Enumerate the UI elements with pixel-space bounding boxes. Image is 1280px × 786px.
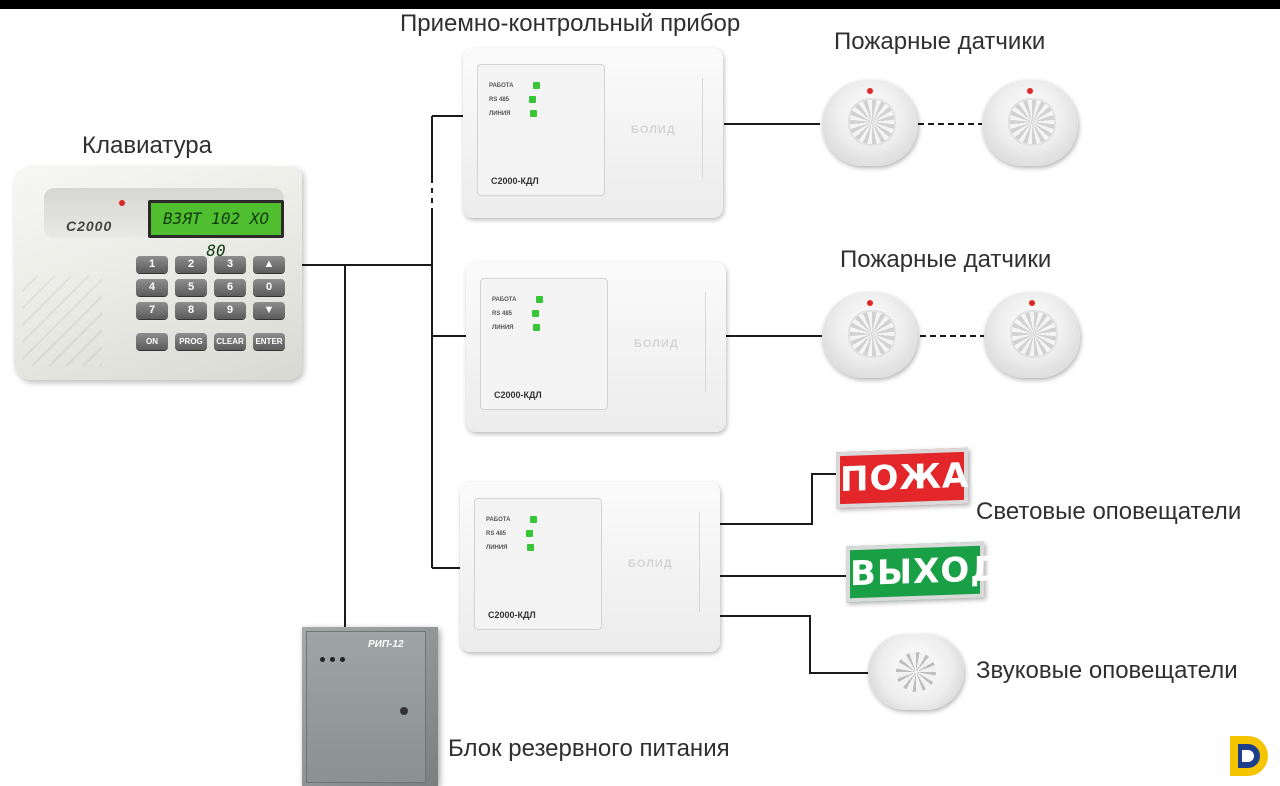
key-up: ▲	[253, 256, 285, 273]
lock-icon	[400, 707, 408, 715]
key-8: 8	[175, 302, 207, 319]
panel-brand: БОЛИД	[631, 124, 676, 136]
key-prog: PROG	[175, 333, 207, 350]
brand-logo-icon	[1230, 736, 1268, 776]
key-9: 9	[214, 302, 246, 319]
smoke-detector-icon	[822, 292, 918, 378]
key-0: 0	[253, 279, 285, 296]
panel-edge	[705, 292, 712, 392]
led-label-rs485: RS 485	[492, 311, 513, 318]
keyboard-device: C2000 ВЗЯТ 102 ХО 80 1 2 3 ▲ 4 5 6 0 7 8…	[14, 166, 302, 380]
panel-window	[480, 278, 608, 410]
key-6: 6	[214, 279, 246, 296]
key-down: ▼	[253, 302, 285, 319]
led-label-rs485: RS 485	[486, 531, 507, 538]
keyboard-brand: C2000	[66, 218, 113, 234]
keyboard-texture	[22, 276, 102, 366]
control-panel-1: РАБОТА RS 485 ЛИНИЯ С2000-КДЛ БОЛИД	[463, 48, 723, 218]
top-bar	[0, 0, 1280, 9]
led-line	[530, 110, 538, 117]
exit-sign: ВЫХОД	[846, 541, 1002, 603]
wire-to-fire-sign	[720, 473, 838, 525]
detector-led	[1027, 88, 1033, 94]
keyboard-led	[119, 200, 125, 206]
led-line	[533, 324, 541, 331]
wire-to-speaker	[720, 615, 870, 674]
fire-detectors-label-1: Пожарные датчики	[834, 28, 1046, 55]
keyboard-display: ВЗЯТ 102 ХО 80	[148, 200, 284, 260]
keyboard-label: Клавиатура	[82, 132, 212, 159]
led-label-work: РАБОТА	[489, 83, 514, 90]
sound-alarms-label: Звуковые оповещатели	[976, 657, 1238, 684]
smoke-detector-icon	[984, 292, 1080, 378]
panel-edge	[699, 512, 706, 612]
backup-power-label: Блок резервного питания	[448, 735, 730, 762]
led-label-work: РАБОТА	[486, 517, 511, 524]
led-rs485	[526, 530, 534, 537]
detector-led	[867, 300, 873, 306]
speaker-grill	[896, 652, 936, 692]
fire-detectors-label-2: Пожарные датчики	[840, 246, 1052, 273]
led-rs485	[529, 96, 537, 103]
psu-door	[306, 631, 426, 783]
key-4: 4	[136, 279, 168, 296]
key-clear: CLEAR	[214, 333, 246, 350]
light-alarms-label: Световые оповещатели	[976, 498, 1242, 525]
led-work	[536, 296, 544, 303]
key-5: 5	[175, 279, 207, 296]
panel-brand: БОЛИД	[634, 338, 679, 350]
led-work	[530, 516, 538, 523]
led-label-work: РАБОТА	[492, 297, 517, 304]
led-label-line: ЛИНИЯ	[492, 325, 514, 332]
fire-sign: ПОЖАР	[836, 447, 995, 509]
control-panel-3: РАБОТА RS 485 ЛИНИЯ С2000-КДЛ БОЛИД	[460, 482, 720, 652]
led-label-rs485: RS 485	[489, 97, 510, 104]
psu-indicator	[330, 657, 335, 662]
key-1: 1	[136, 256, 168, 273]
led-work	[533, 82, 541, 89]
psu-indicator	[340, 657, 345, 662]
panel-brand: БОЛИД	[628, 558, 673, 570]
control-panel-2: РАБОТА RS 485 ЛИНИЯ С2000-КДЛ БОЛИД	[466, 262, 726, 432]
led-label-line: ЛИНИЯ	[486, 545, 508, 552]
detector-chamber	[848, 310, 896, 358]
detector-chamber	[848, 98, 896, 146]
power-supply-unit: РИП-12	[302, 627, 438, 786]
led-rs485	[532, 310, 540, 317]
key-enter: ENTER	[253, 333, 285, 350]
panel-model: С2000-КДЛ	[494, 390, 542, 400]
psu-indicator	[320, 657, 325, 662]
led-label-line: ЛИНИЯ	[489, 111, 511, 118]
keyboard-keypad: 1 2 3 ▲ 4 5 6 0 7 8 9 ▼ ON PROG CLEAR EN…	[136, 256, 286, 350]
detector-chamber	[1008, 98, 1056, 146]
key-7: 7	[136, 302, 168, 319]
detector-led	[867, 88, 873, 94]
key-2: 2	[175, 256, 207, 273]
psu-model: РИП-12	[368, 639, 404, 650]
panel-window	[474, 498, 602, 630]
smoke-detector-icon	[822, 80, 918, 166]
key-on: ON	[136, 333, 168, 350]
panel-edge	[702, 78, 709, 178]
siren-speaker-icon	[868, 634, 964, 710]
detector-chamber	[1010, 310, 1058, 358]
panel-model: С2000-КДЛ	[491, 176, 539, 186]
smoke-detector-icon	[982, 80, 1078, 166]
panel-title-label: Приемно-контрольный прибор	[400, 10, 741, 37]
led-line	[527, 544, 535, 551]
detector-led	[1029, 300, 1035, 306]
key-3: 3	[214, 256, 246, 273]
panel-model: С2000-КДЛ	[488, 610, 536, 620]
panel-window	[477, 64, 605, 196]
